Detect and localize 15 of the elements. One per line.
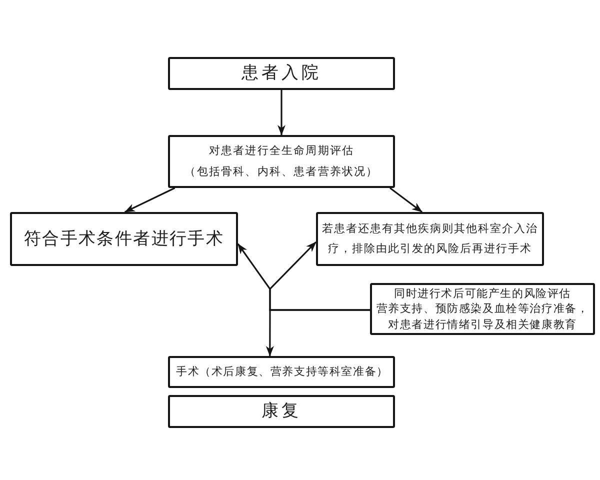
process-box (370, 283, 595, 335)
step-text: 营养支持、预防感染及血栓等治疗准备，对患者进行情绪引导及相关健康教育 (375, 301, 590, 332)
process-box: 符合手术条件者进行手术 (10, 212, 238, 266)
arrow (278, 90, 286, 136)
arrow (124, 187, 176, 213)
arrow (266, 309, 370, 356)
process-box: 患者入院 (168, 57, 395, 90)
process-box: 手术（术后康复、营养支持等科室准备） (168, 356, 395, 388)
step-text: 同时进行术后可能产生的风险评估 (394, 286, 571, 302)
process-box (168, 135, 395, 188)
arrow (390, 187, 422, 213)
step-text: （包括骨科、内科、患者营养状况） (184, 164, 378, 180)
step-text: 对患者进行全生命周期评估 (208, 143, 354, 160)
process-box: 若患者还患有其他疾病则其他科室介入治疗，排除由此引发的风险后再进行手术 (316, 212, 544, 266)
process-box: 康复 (168, 395, 395, 428)
